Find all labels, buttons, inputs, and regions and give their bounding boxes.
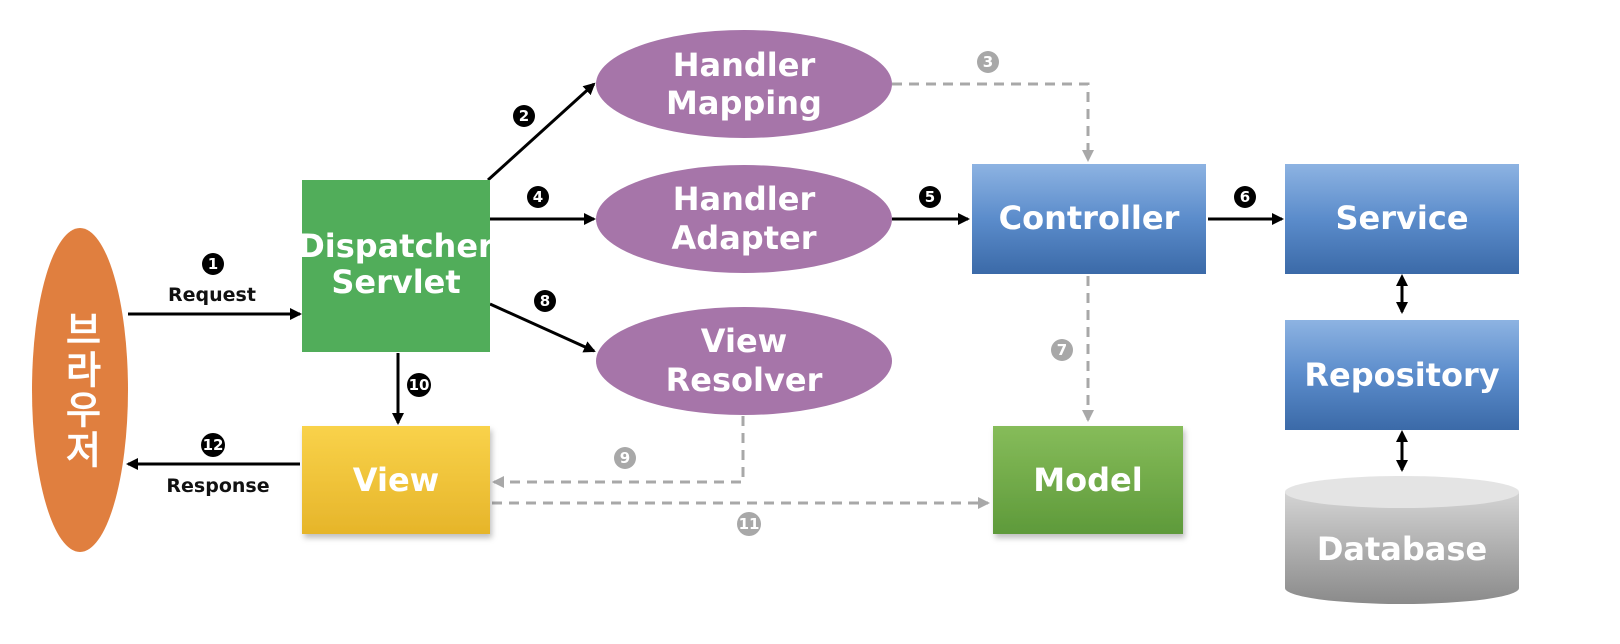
- handler-mapping-line2: Mapping: [666, 84, 822, 122]
- model-node: Model: [993, 426, 1183, 534]
- handler-mapping-ellipse: [596, 30, 892, 138]
- service-node: Service: [1285, 164, 1519, 274]
- database-top: [1285, 476, 1519, 508]
- browser-label: 브라우저: [58, 310, 102, 470]
- model-label: Model: [1033, 461, 1142, 499]
- handler-mapping-line1: Handler: [673, 46, 816, 84]
- dispatcher-servlet-line2: Servlet: [331, 263, 460, 301]
- view-resolver-line2: Resolver: [666, 361, 823, 399]
- svg-text:11: 11: [739, 515, 760, 533]
- svg-text:12: 12: [203, 436, 224, 454]
- svg-text:8: 8: [540, 292, 550, 310]
- database-label: Database: [1317, 530, 1487, 568]
- step-badge-1: 1: [202, 253, 224, 275]
- handler-adapter-ellipse: [596, 165, 892, 273]
- view-resolver-node: View Resolver: [596, 307, 892, 415]
- step-badge-2: 2: [513, 105, 535, 127]
- step-badge-12: 12: [201, 433, 225, 457]
- svg-text:7: 7: [1057, 341, 1067, 359]
- step-badge-11: 11: [737, 512, 761, 536]
- handler-adapter-node: Handler Adapter: [596, 165, 892, 273]
- repository-box: [1285, 320, 1519, 430]
- svg-text:9: 9: [620, 449, 630, 467]
- controller-label: Controller: [999, 199, 1180, 237]
- view-label: View: [353, 461, 439, 499]
- svg-text:10: 10: [409, 376, 430, 394]
- response-label: Response: [166, 475, 269, 497]
- step-badge-6: 6: [1234, 186, 1256, 208]
- service-label: Service: [1335, 199, 1468, 237]
- step-badge-9: 9: [614, 447, 636, 469]
- repository-node: Repository: [1285, 320, 1519, 430]
- arrow-view-resolver-to-view: [492, 416, 745, 488]
- browser-node: 브라우저: [32, 228, 128, 552]
- service-box: [1285, 164, 1519, 274]
- svg-text:4: 4: [533, 188, 543, 206]
- arrow-handler-mapping-to-controller: [892, 82, 1094, 162]
- dispatcher-servlet-node: Dispatcher Servlet: [298, 180, 494, 352]
- view-resolver-line1: View: [701, 322, 787, 360]
- step-badge-7: 7: [1051, 339, 1073, 361]
- view-resolver-ellipse: [596, 307, 892, 415]
- step-badge-10: 10: [407, 373, 431, 397]
- handler-adapter-line2: Adapter: [672, 219, 817, 257]
- view-node: View: [302, 426, 490, 534]
- database-node: Database: [1285, 476, 1519, 604]
- svg-text:1: 1: [208, 255, 218, 273]
- arrow-dispatcher-to-view-resolver: [489, 302, 596, 353]
- svg-text:5: 5: [925, 188, 935, 206]
- svg-text:3: 3: [983, 53, 993, 71]
- dispatcher-servlet-line1: Dispatcher: [298, 227, 494, 265]
- handler-adapter-line1: Handler: [673, 180, 816, 218]
- arrow-dispatcher-to-handler-mapping: [486, 82, 596, 182]
- svg-text:2: 2: [519, 107, 529, 125]
- step-badge-4: 4: [527, 186, 549, 208]
- request-label: Request: [168, 284, 256, 306]
- view-box: [302, 426, 490, 534]
- step-badge-8: 8: [534, 290, 556, 312]
- controller-box: [972, 164, 1206, 274]
- step-badge-5: 5: [919, 186, 941, 208]
- repository-label: Repository: [1304, 356, 1499, 394]
- dispatcher-servlet-box: [302, 180, 490, 352]
- browser-ellipse: [32, 228, 128, 552]
- model-box: [993, 426, 1183, 534]
- database-body: [1285, 492, 1519, 604]
- controller-node: Controller: [972, 164, 1206, 274]
- handler-mapping-node: Handler Mapping: [596, 30, 892, 138]
- svg-text:6: 6: [1240, 188, 1250, 206]
- step-badge-3: 3: [977, 51, 999, 73]
